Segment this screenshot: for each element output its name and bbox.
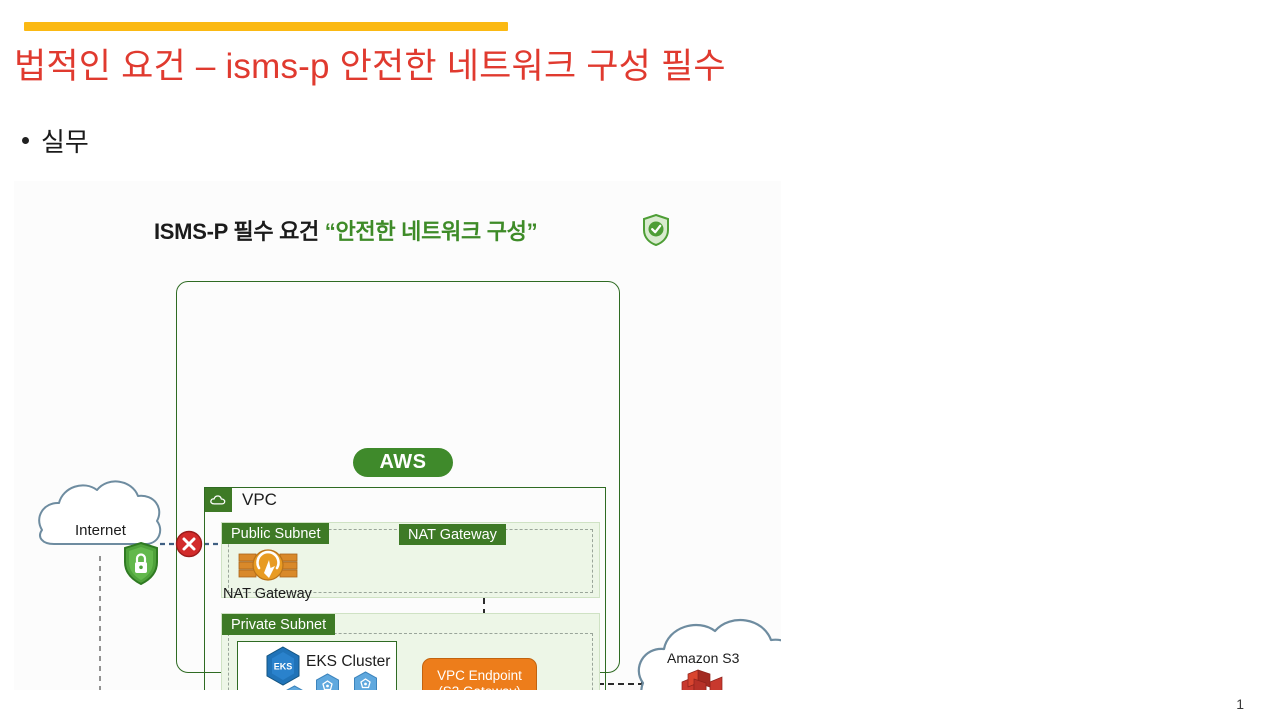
diagram-heading: ISMS-P 필수 요건 “안전한 네트워크 구성” — [154, 214, 538, 246]
nat-gateway-caption: NAT Gateway — [223, 586, 312, 602]
shield-lock-icon — [124, 542, 158, 585]
bullet-dot-icon — [22, 137, 29, 144]
nat-gateway-chip: NAT Gateway — [399, 524, 506, 545]
public-subnet-chip: Public Subnet — [222, 523, 330, 544]
kubernetes-hexagon-icon — [354, 671, 377, 690]
internet-label: Internet — [75, 522, 126, 539]
private-subnet-chip: Private Subnet — [222, 614, 336, 635]
bullet-item: 실무 — [22, 122, 89, 159]
eks-cluster-label: EKS Cluster — [306, 653, 391, 670]
eks-hexagon-icon: EKS — [266, 646, 300, 686]
vpc-label: VPC — [242, 490, 277, 509]
cloud-icon — [205, 488, 232, 512]
page-number: 1 — [1236, 696, 1244, 712]
private-subnet-dashed-border — [228, 633, 593, 690]
architecture-diagram: ISMS-P 필수 요건 “안전한 네트워크 구성” AWS VPC Publi… — [14, 181, 781, 690]
diagram-heading-prefix: ISMS-P 필수 요건 — [154, 219, 325, 244]
vpc-endpoint-line2: (S3 Gateway) — [438, 684, 521, 690]
vpc-box — [204, 487, 606, 690]
nat-gateway-icon — [238, 549, 298, 581]
shield-check-icon — [643, 214, 669, 246]
kubernetes-hexagon-icon — [286, 685, 303, 690]
cloud-glyph — [210, 495, 226, 505]
vpc-endpoint-line1: VPC Endpoint — [437, 668, 522, 684]
page-title: 법적인 요건 – isms-p 안전한 네트워크 구성 필수 — [14, 47, 726, 86]
title-accent-bar — [24, 22, 508, 31]
kubernetes-hexagon-icon — [316, 673, 339, 690]
red-x-icon — [175, 530, 203, 558]
vpc-endpoint-box: VPC Endpoint (S3 Gateway) — [422, 658, 537, 690]
amazon-s3-bucket-icon — [681, 669, 723, 690]
aws-badge: AWS — [353, 448, 453, 477]
s3-label-top: Amazon S3 — [667, 650, 740, 666]
diagram-heading-quoted: “안전한 네트워크 구성” — [324, 219, 538, 244]
bullet-label: 실무 — [41, 127, 89, 157]
svg-text:EKS: EKS — [274, 662, 293, 672]
